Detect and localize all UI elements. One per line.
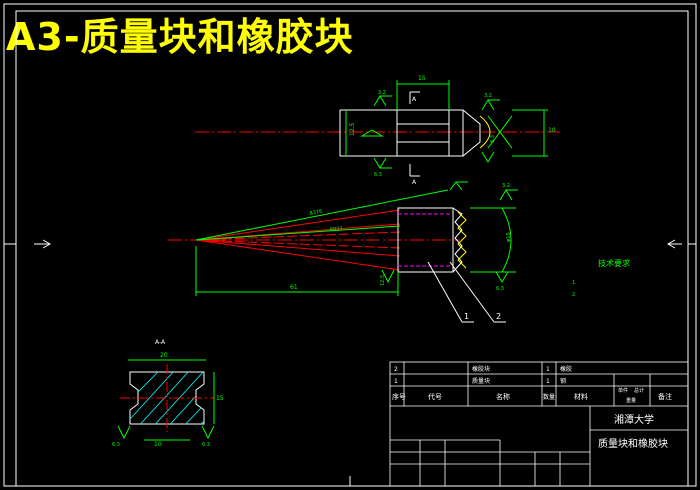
tech-line-2: 2. [572,292,577,298]
row2-no: 2 [394,366,398,373]
cut-label-bottom: A [412,179,417,186]
ra-cone-1: 12.5 [380,275,386,286]
row1-qty: 1 [546,378,550,385]
hdr-code: 代号 [428,392,442,401]
title-block-text: 2 橡胶块 1 橡胶 1 质量块 1 钢 序号 代号 名称 数量 材料 单件 总… [392,365,672,450]
tech-requirements: 技术要求 1. 2. [572,258,630,298]
inner-frame [15,10,689,487]
title-block [389,361,689,487]
cut-label-top: A [412,96,417,103]
hdr-mat: 材料 [574,392,588,401]
outer-frame [3,3,697,487]
dim-top-height: 10 [548,127,556,134]
drawing-name: 质量块和橡胶块 [598,437,668,450]
row1-mat: 钢 [560,377,566,385]
ra-top-4: 6.3 [490,135,496,143]
row2-mat: 橡胶 [560,365,572,373]
mass-block-view: 15 10 12.5 A A 3.2 6.3 3.2 6.3 [195,75,560,186]
hdr-total: 总计 [634,387,644,394]
section-view: A-A 20 15 10 6.3 6.3 [112,339,224,448]
rubber-block-view: 8376 6827 61 φ15 12.5 6.3 3.2 1 2 [168,181,518,323]
tech-heading: 技术要求 [598,258,630,268]
row2-name: 橡胶块 [472,365,490,373]
dim-cone-right: φ15 [506,232,512,242]
ra-top-2: 6.3 [374,172,382,178]
hdr-no: 序号 [392,392,406,401]
dim-top-left: 12.5 [349,122,356,136]
hdr-name: 名称 [496,392,510,401]
hdr-qty: 数量 [543,393,555,401]
ra-top-1: 3.2 [378,90,386,96]
callout-1: 1 [464,312,469,321]
dim-cone-long: 61 [290,284,298,291]
section-label: A-A [155,339,166,346]
hdr-single: 单件 [618,387,628,394]
hdr-note: 备注 [658,392,672,401]
dim-cone-top: 8376 [309,209,323,217]
ra-section-1: 6.3 [112,442,120,448]
hdr-weight: 重量 [626,397,636,404]
dim-top-width: 15 [418,75,426,82]
tech-line-1: 1. [572,280,577,286]
school-name: 湘潭大学 [614,413,654,426]
dim-section-height: 15 [216,395,224,402]
ra-section-2: 6.3 [202,442,210,448]
drawing-title: A3-质量块和橡胶块 [6,15,354,59]
dim-section-width: 20 [160,352,168,359]
callout-2: 2 [496,312,501,321]
dim-section-bottom: 10 [154,441,162,448]
row1-name: 质量块 [472,377,490,385]
ra-cone-3: 3.2 [502,183,510,189]
dim-cone-mid: 6827 [330,226,343,233]
row2-qty: 1 [546,366,550,373]
ra-cone-2: 6.3 [496,286,504,292]
row1-no: 1 [394,378,398,385]
ra-top-3: 3.2 [484,93,492,99]
